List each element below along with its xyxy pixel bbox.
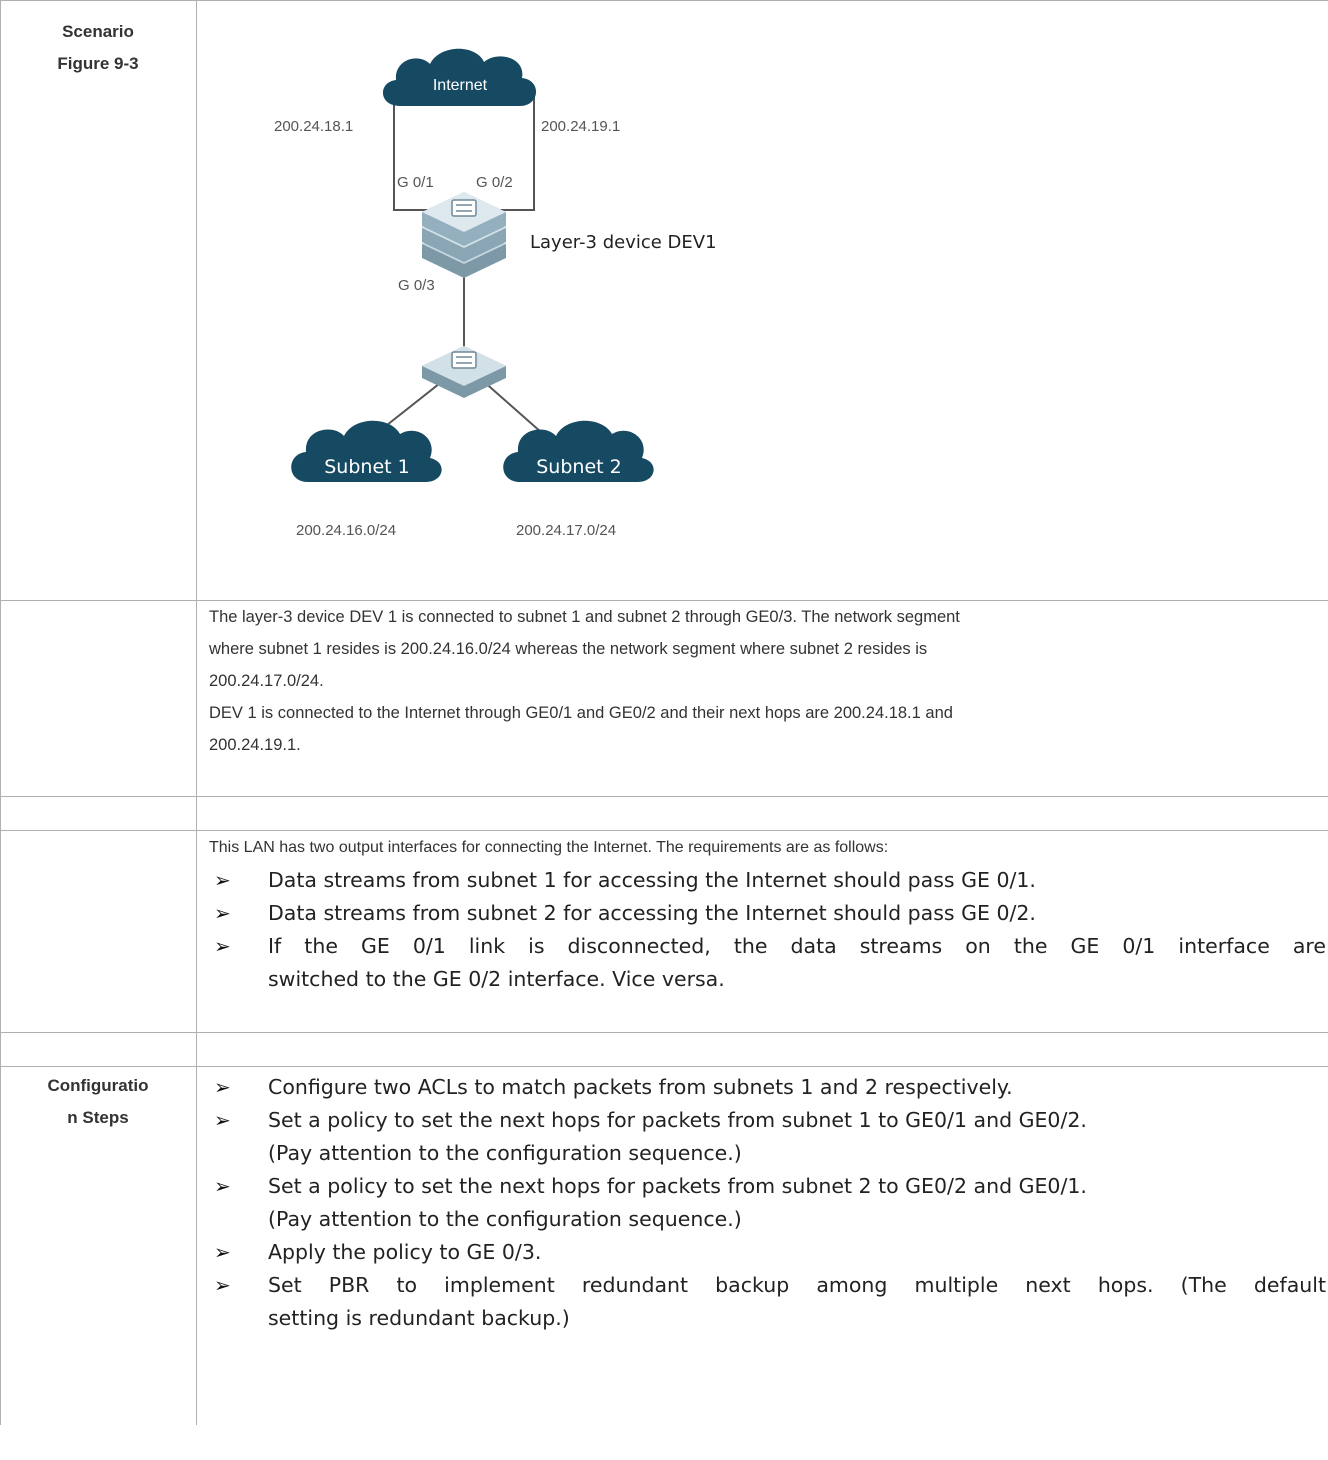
config-step-text: Set a policy to set the next hops for pa… (268, 1108, 1087, 1132)
list-item: ➢ If the GE 0/1 link is disconnected, the… (214, 930, 1326, 996)
link-g02 (488, 88, 535, 211)
port-label-g02: G 0/2 (476, 174, 513, 191)
requirement-text-continued: switched to the GE 0/2 interface. Vice v… (268, 967, 725, 991)
ip-label-right: 200.24.19.1 (541, 118, 620, 135)
requirements-list: ➢ Data streams from subnet 1 for accessin… (214, 864, 1326, 996)
config-step-text: Apply the policy to GE 0/3. (268, 1240, 542, 1264)
arrow-bullet-icon: ➢ (214, 1240, 231, 1264)
internet-label: Internet (433, 77, 488, 94)
scenario-label-line: Figure 9-3 (57, 54, 139, 73)
config-step-text-continued: (Pay attention to the configuration sequ… (268, 1207, 742, 1231)
description-line: where subnet 1 resides is 200.24.16.0/24… (209, 640, 928, 658)
network-diagram: Internet 200.24.18.1 200.24.19.1 G 0/1 G… (274, 48, 717, 539)
internet-cloud-icon: Internet (382, 48, 537, 106)
arrow-bullet-icon: ➢ (214, 1174, 231, 1198)
config-step-text: Set a policy to set the next hops for pa… (268, 1174, 1087, 1198)
column-divider (196, 0, 197, 1425)
description-line: The layer-3 device DEV 1 is connected to… (209, 608, 960, 626)
config-label-line: n Steps (67, 1108, 129, 1127)
device-label: Layer-3 device DEV1 (530, 232, 717, 253)
config-label-line: Configuratio (47, 1076, 149, 1095)
arrow-bullet-icon: ➢ (214, 1108, 231, 1132)
row-divider (0, 830, 1328, 831)
arrow-bullet-icon: ➢ (214, 901, 231, 925)
subnet2-cloud-icon: Subnet 2 (503, 420, 654, 482)
subnet2-label: Subnet 2 (536, 456, 621, 478)
ip-label-left: 200.24.18.1 (274, 118, 353, 135)
arrow-bullet-icon: ➢ (214, 1075, 231, 1099)
description-line: 200.24.17.0/24. (209, 672, 324, 690)
port-label-g01: G 0/1 (397, 174, 434, 191)
requirement-text: Data streams from subnet 2 for accessing… (268, 901, 1036, 925)
scenario-label: Scenario Figure 9-3 (0, 16, 196, 80)
requirement-text: If the GE 0/1 link is disconnected, the … (268, 934, 1326, 958)
config-step-text: Set PBR to implement redundant backup am… (268, 1273, 1326, 1297)
requirement-text: Data streams from subnet 1 for accessing… (268, 868, 1036, 892)
list-item: ➢ Apply the policy to GE 0/3. (214, 1236, 1326, 1269)
config-steps-list: ➢ Configure two ACLs to match packets fro… (214, 1071, 1326, 1335)
description-line: 200.24.19.1. (209, 736, 301, 754)
subnet1-label: Subnet 1 (324, 456, 409, 478)
arrow-bullet-icon: ➢ (214, 868, 231, 892)
access-switch-icon (422, 346, 506, 398)
list-item: ➢ Set a policy to set the next hops for p… (214, 1104, 1326, 1170)
config-step-text-continued: setting is redundant backup.) (268, 1306, 570, 1330)
subnet1-cloud-icon: Subnet 1 (291, 420, 442, 482)
link-g01 (393, 88, 442, 211)
arrow-bullet-icon: ➢ (214, 934, 231, 958)
port-label-g03: G 0/3 (398, 277, 435, 294)
row-divider (0, 1066, 1328, 1067)
config-step-text-continued: (Pay attention to the configuration sequ… (268, 1141, 742, 1165)
subnet1-ip-label: 200.24.16.0/24 (296, 522, 396, 539)
subnet2-ip-label: 200.24.17.0/24 (516, 522, 616, 539)
description-line: DEV 1 is connected to the Internet throu… (209, 704, 953, 722)
config-step-text: Configure two ACLs to match packets from… (268, 1075, 1013, 1099)
table-left-border (0, 0, 1, 1425)
scenario-label-line: Scenario (62, 22, 134, 41)
list-item: ➢ Configure two ACLs to match packets fro… (214, 1071, 1326, 1104)
row-divider (0, 600, 1328, 601)
requirements-intro: This LAN has two output interfaces for c… (209, 839, 889, 856)
row-divider (0, 1032, 1328, 1033)
list-item: ➢ Set a policy to set the next hops for p… (214, 1170, 1326, 1236)
arrow-bullet-icon: ➢ (214, 1273, 231, 1297)
list-item: ➢ Data streams from subnet 1 for accessin… (214, 864, 1326, 897)
list-item: ➢ Set PBR to implement redundant backup a… (214, 1269, 1326, 1335)
list-item: ➢ Data streams from subnet 2 for accessin… (214, 897, 1326, 930)
config-steps-label: Configuratio n Steps (0, 1070, 196, 1134)
scenario-description: The layer-3 device DEV 1 is connected to… (209, 601, 1319, 761)
row-divider (0, 796, 1328, 797)
table-top-border (0, 0, 1328, 1)
layer3-switch-icon (422, 192, 506, 278)
